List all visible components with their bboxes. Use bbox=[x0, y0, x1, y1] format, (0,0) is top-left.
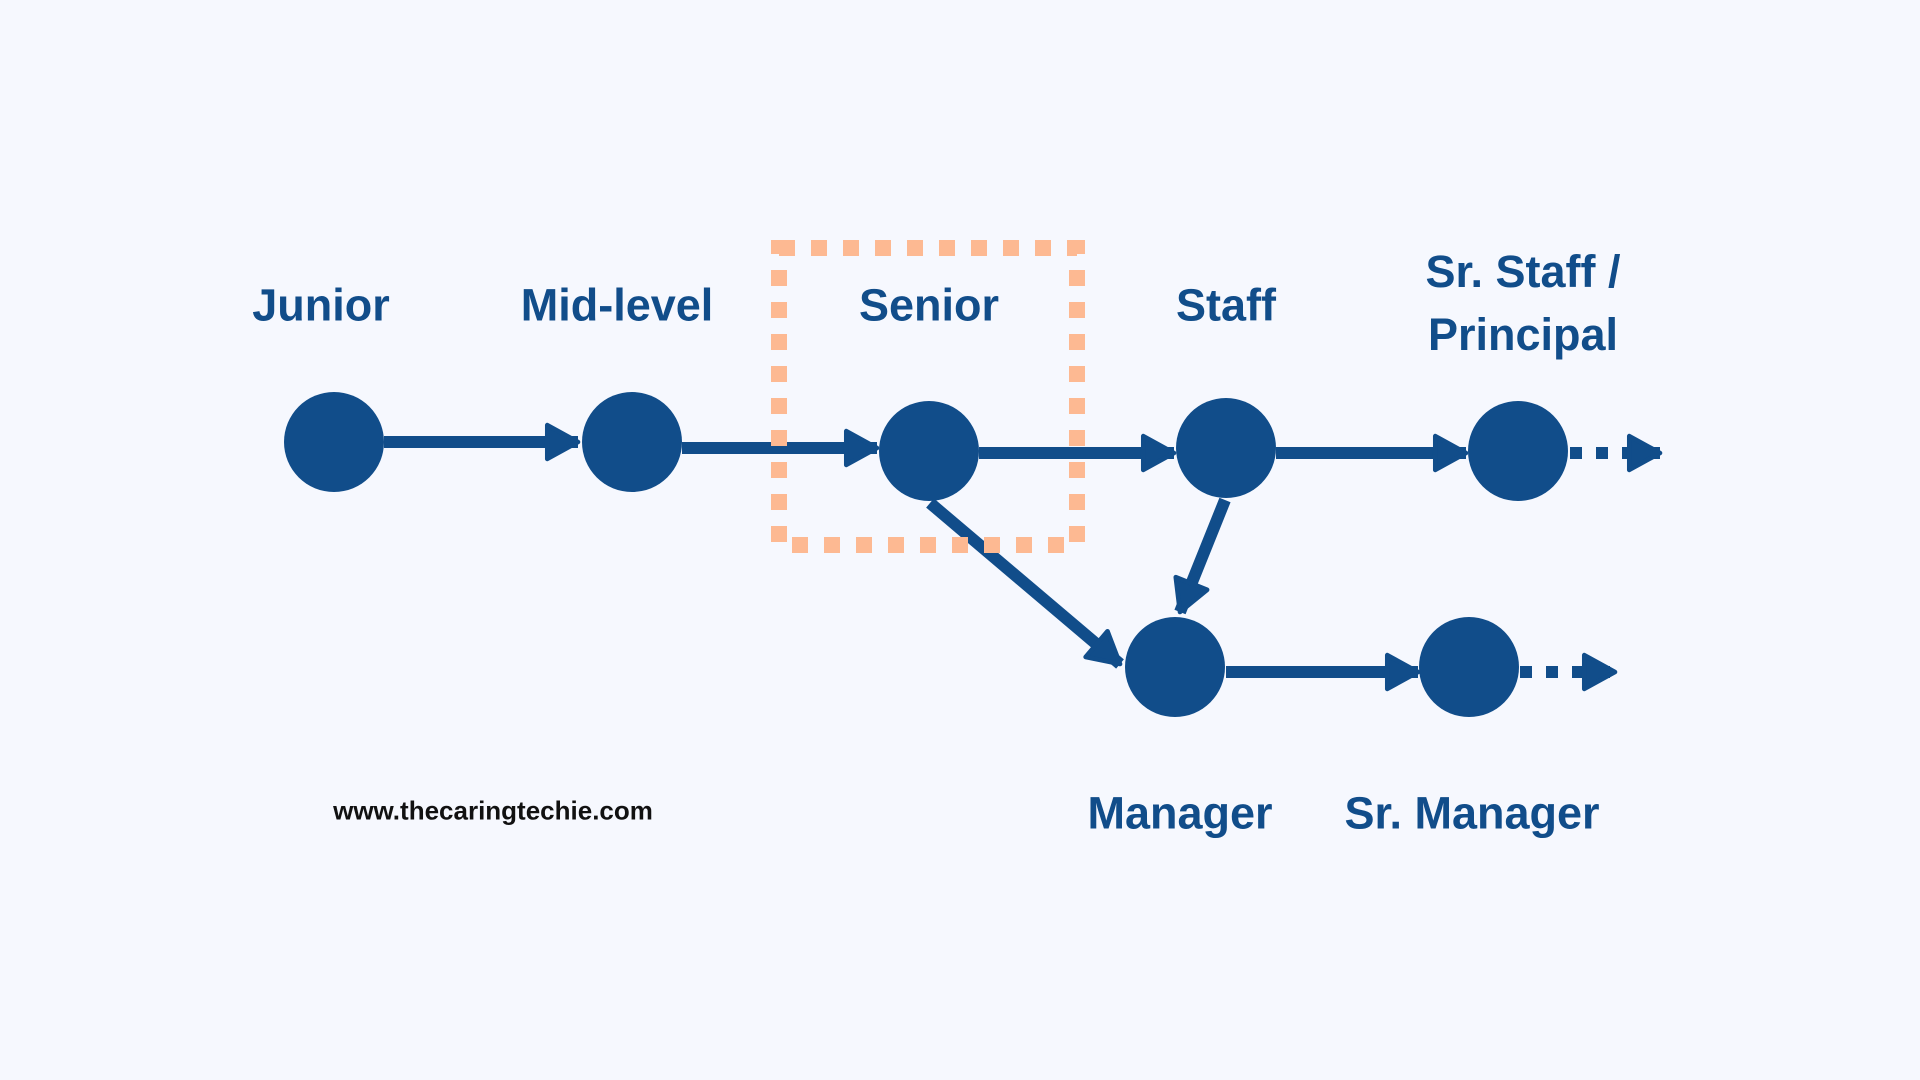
label-manager: Manager bbox=[1087, 787, 1273, 839]
label-sr-manager: Sr. Manager bbox=[1344, 787, 1600, 839]
node-manager bbox=[1125, 617, 1225, 717]
senior-highlight-box bbox=[771, 240, 1085, 553]
label-principal: Sr. Staff / Principal bbox=[1425, 240, 1620, 366]
label-senior: Senior bbox=[858, 279, 1000, 331]
label-mid-level: Mid-level bbox=[520, 279, 714, 331]
website-url: www.thecaringtechie.com bbox=[333, 795, 653, 826]
node-mid-level bbox=[582, 392, 682, 492]
node-junior bbox=[284, 392, 384, 492]
node-senior bbox=[879, 401, 979, 501]
node-staff bbox=[1176, 398, 1276, 498]
node-sr-manager bbox=[1419, 617, 1519, 717]
label-staff: Staff bbox=[1176, 279, 1276, 331]
arrow-staff-to-manager bbox=[1173, 497, 1231, 615]
label-principal-line2: Principal bbox=[1427, 309, 1619, 360]
label-principal-line1: Sr. Staff / bbox=[1425, 246, 1621, 297]
arrow-senior-to-manager bbox=[926, 498, 1124, 669]
label-junior: Junior bbox=[252, 279, 390, 331]
node-principal bbox=[1468, 401, 1568, 501]
